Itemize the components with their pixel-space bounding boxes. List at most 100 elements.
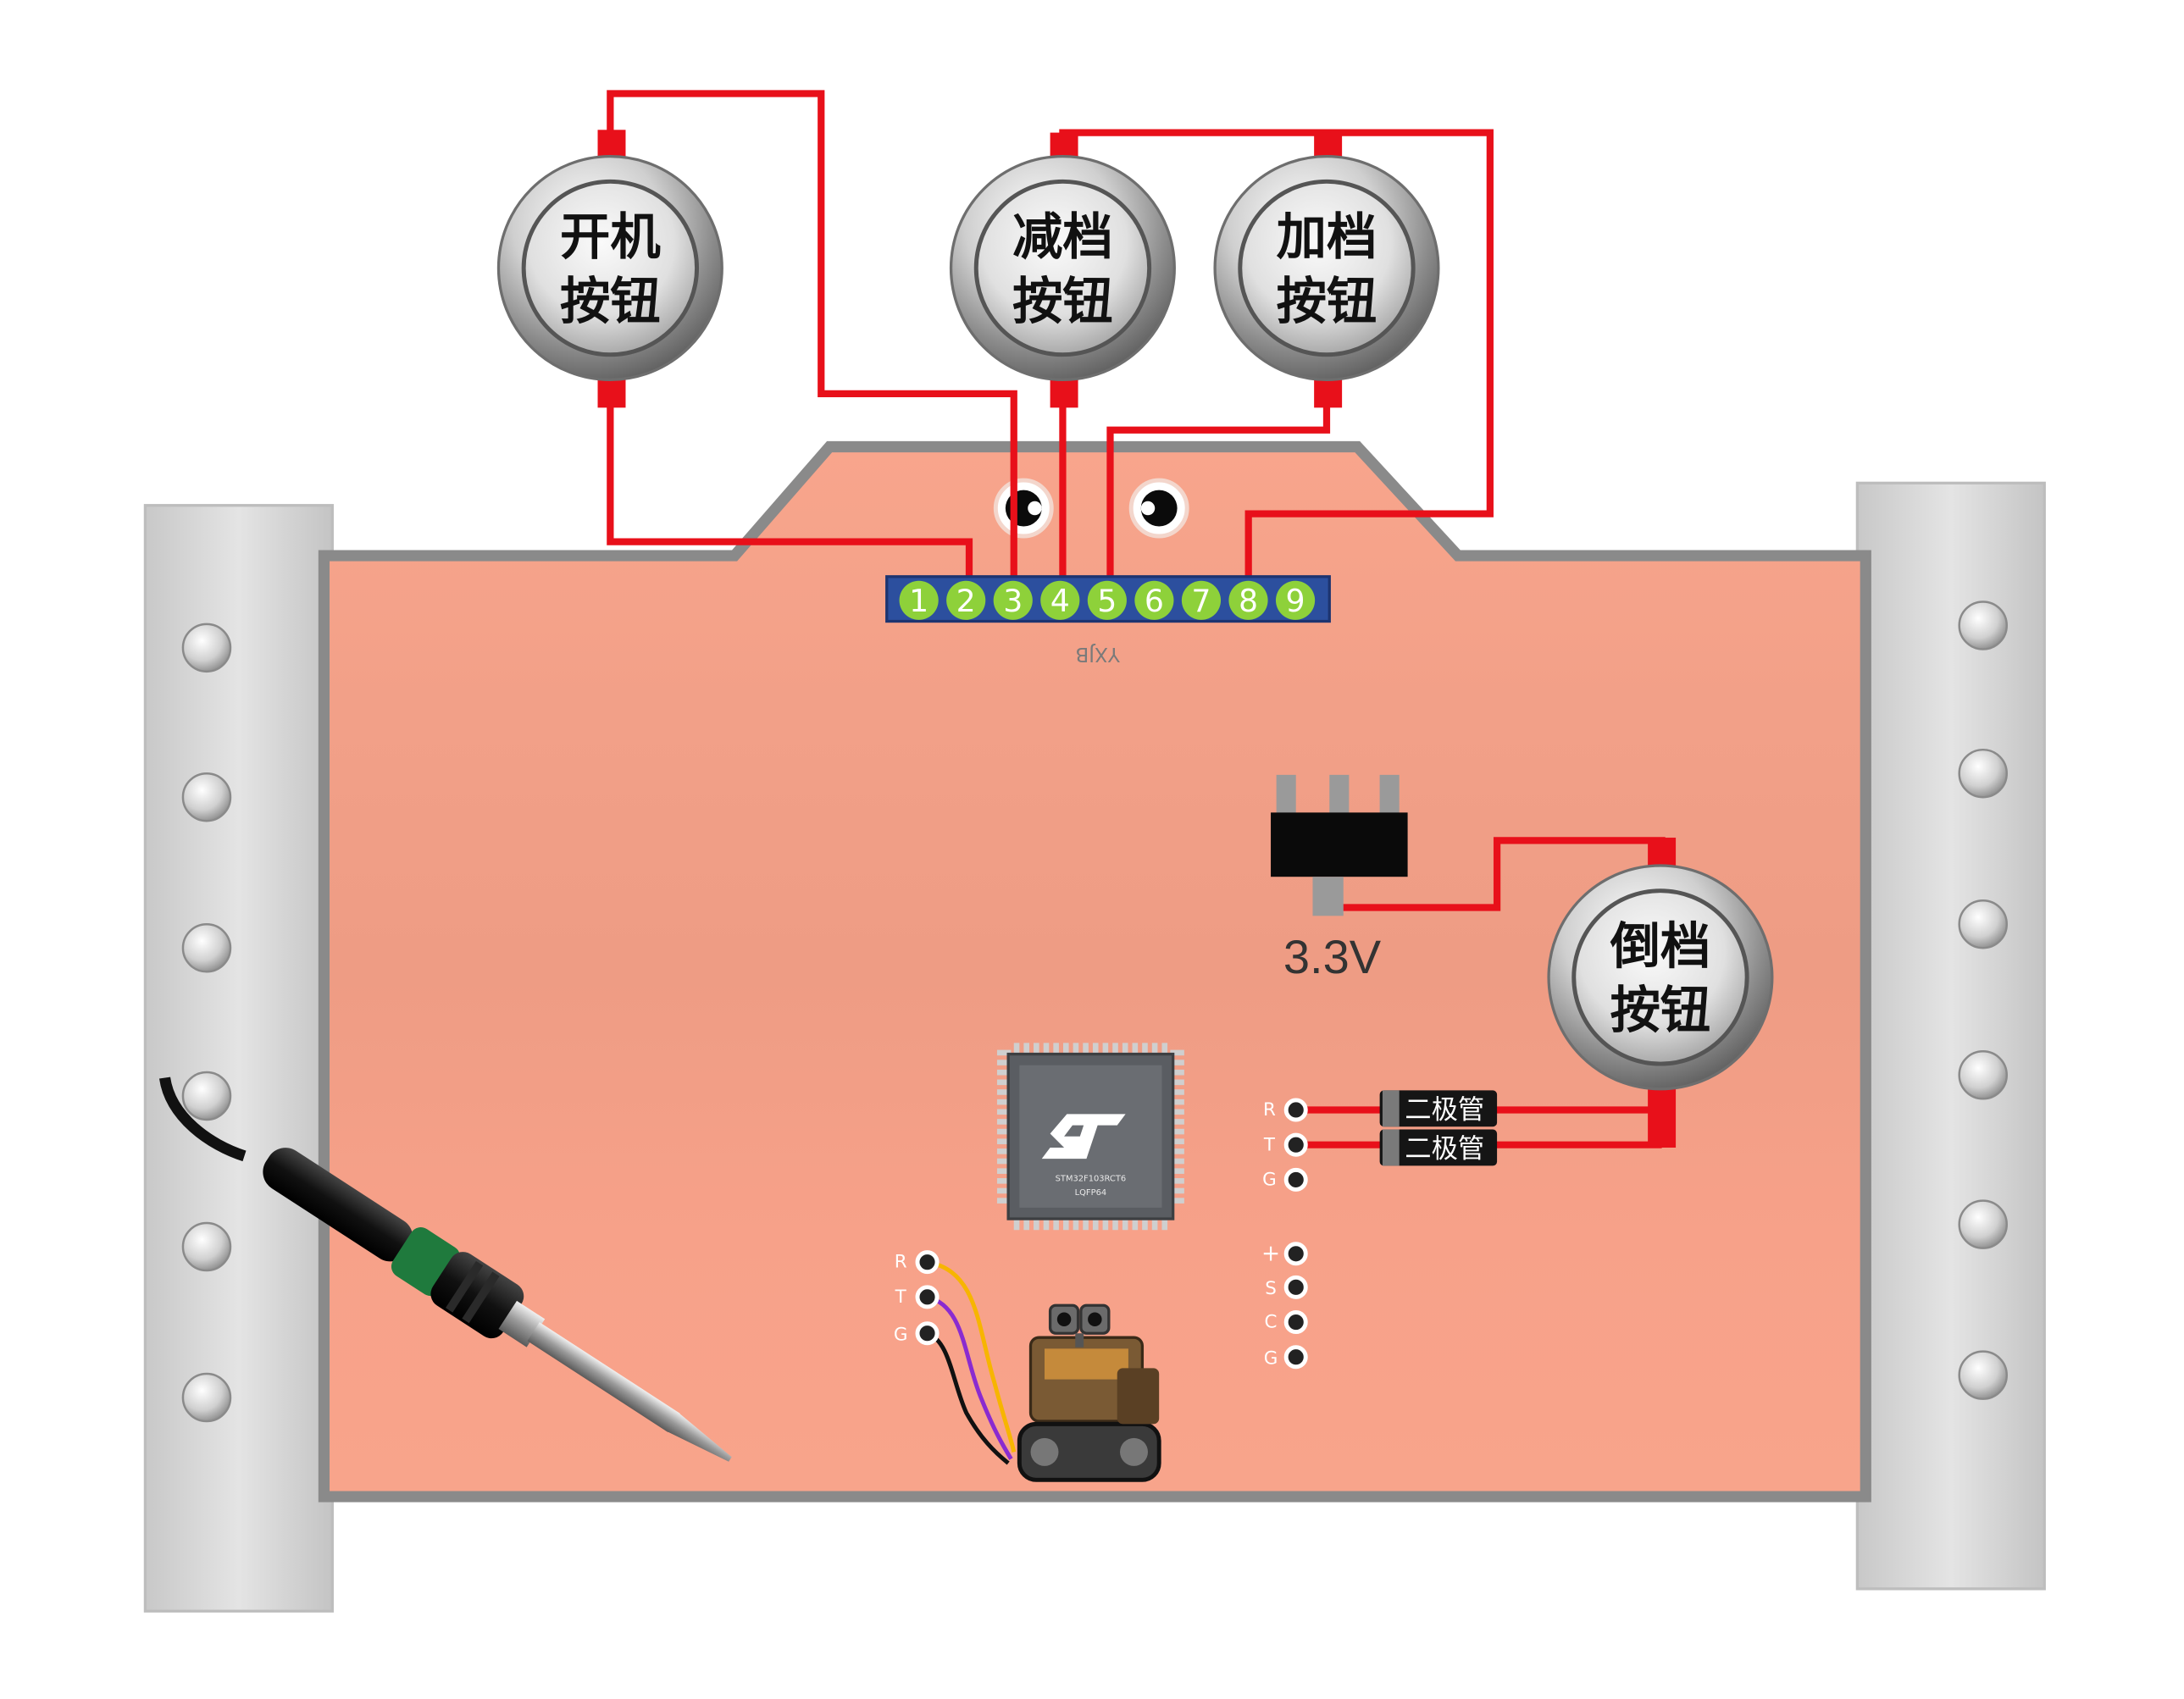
chip-pin-right [1170,1119,1184,1125]
chip-pin-bottom [1043,1215,1050,1231]
shift-up-label-1: 加档 [1277,208,1377,266]
connector-pin-label: 1 [909,583,928,619]
screw-icon [181,1372,232,1423]
header-label: G [1262,1169,1277,1190]
shift-down-label-2: 按钮 [1012,272,1113,330]
header-label: T [895,1287,907,1308]
chip-pin-left [996,1148,1012,1154]
chip-pin-right [1170,1187,1184,1194]
chip-pin-right [1170,1128,1184,1135]
chip-pin-bottom [1122,1215,1128,1231]
rtg-header-left: R T G [894,1250,1017,1465]
chip-pin-bottom [1092,1215,1099,1231]
voltage-regulator: 3.3V [1271,774,1408,983]
screw-icon [1958,1350,2008,1400]
chip-pin-top [1073,1043,1079,1057]
chip-pin-left [996,1198,1012,1204]
wire-power-bottom [607,397,973,600]
chip-pin-top [1142,1043,1148,1057]
header-label: + [1261,1242,1280,1267]
right-rail [1855,481,2046,1591]
chip-pin-right [1170,1148,1184,1154]
connector-pin-9 [1275,580,1316,620]
chip-pin-bottom [1151,1215,1158,1231]
connector-pin-8 [1228,580,1268,620]
diode-2: 二极管 [1379,1129,1498,1166]
robot-icon [1017,1303,1161,1482]
chip-pin-left [996,1138,1012,1145]
pcb-board [318,440,1871,1503]
connector-pin-label: 3 [1003,583,1023,619]
shift-up-button[interactable]: 加档 按钮 [1213,154,1440,382]
connector-pin-label: 6 [1145,583,1164,619]
chip-pin-bottom [1073,1215,1079,1231]
chip-pin-top [1034,1043,1039,1057]
reverse-label-1: 倒档 [1610,916,1711,975]
chip-pin-bottom [1132,1215,1139,1231]
chip-pin-bottom [1013,1215,1020,1231]
reverse-label-2: 按钮 [1610,981,1711,1039]
chip-pin-right [1170,1079,1184,1086]
screw-icon [181,772,232,822]
wiring [607,90,1666,1148]
chip-pin-top [1122,1043,1128,1057]
chip-pin-top [1112,1043,1118,1057]
chip-pin-right [1170,1060,1184,1065]
connector-pin-5 [1087,580,1127,620]
screw-icon [1958,600,2008,650]
connector-pin-4 [1040,580,1080,620]
header-label: R [895,1252,907,1273]
chip-pin-left [996,1168,1012,1174]
connector-label: YXJB [1075,643,1121,665]
header-label: G [1264,1348,1278,1369]
chip-pin-top [1062,1043,1069,1057]
diode-2-label: 二极管 [1405,1134,1484,1165]
chip-pin-right [1170,1178,1184,1184]
chip-pin-bottom [1142,1215,1148,1231]
connector-pin-label: 2 [956,583,976,619]
chip-pin-bottom [1083,1215,1089,1231]
screw-icon [1958,899,2008,949]
connector-pin-label: 7 [1191,583,1211,619]
servo-header: + S C G [1261,1242,1308,1369]
chip-pin-top [1161,1043,1168,1057]
reverse-button[interactable]: 倒档 按钮 [1547,864,1774,1091]
left-rail [143,504,334,1613]
chip-pin-bottom [1062,1215,1069,1231]
header-label: G [894,1324,908,1345]
chip-pin-left [996,1060,1012,1065]
power-button[interactable]: 开机 按钮 [496,154,723,382]
screw-icon [181,1071,232,1121]
chip-pin-bottom [1161,1215,1168,1231]
diode-1-label: 二极管 [1405,1094,1484,1125]
header-label: S [1265,1278,1277,1299]
chip-pin-top [1013,1043,1020,1057]
chip-part-number: STM32F103RCT6 [1056,1175,1127,1184]
chip-pin-right [1170,1158,1184,1165]
screw-icon [1958,1199,2008,1249]
chip-pin-left [996,1089,1012,1095]
regulator-label: 3.3V [1283,930,1382,983]
shift-down-button[interactable]: 减档 按钮 [949,154,1176,382]
chip-pin-right [1170,1138,1184,1145]
chip-pin-left [996,1128,1012,1135]
connector-pin-label: 8 [1239,583,1258,619]
chip-pin-left [996,1119,1012,1125]
connector-pin-1 [899,580,939,620]
connector-pin-2 [946,580,986,620]
chip-pin-bottom [1102,1215,1109,1231]
chip-pin-left [996,1099,1012,1105]
chip-pin-top [1083,1043,1089,1057]
power-button-label-1: 开机 [560,208,661,266]
chip-pin-bottom [1053,1215,1059,1231]
chip-pin-top [1092,1043,1099,1057]
chip-pin-bottom [1023,1215,1029,1231]
header-label: T [1263,1134,1276,1155]
connector-pin-7 [1181,580,1222,620]
chip-pin-right [1170,1099,1184,1105]
chip-pin-left [996,1049,1012,1056]
screw-icon [181,923,232,973]
st-logo-icon [1041,1114,1126,1159]
